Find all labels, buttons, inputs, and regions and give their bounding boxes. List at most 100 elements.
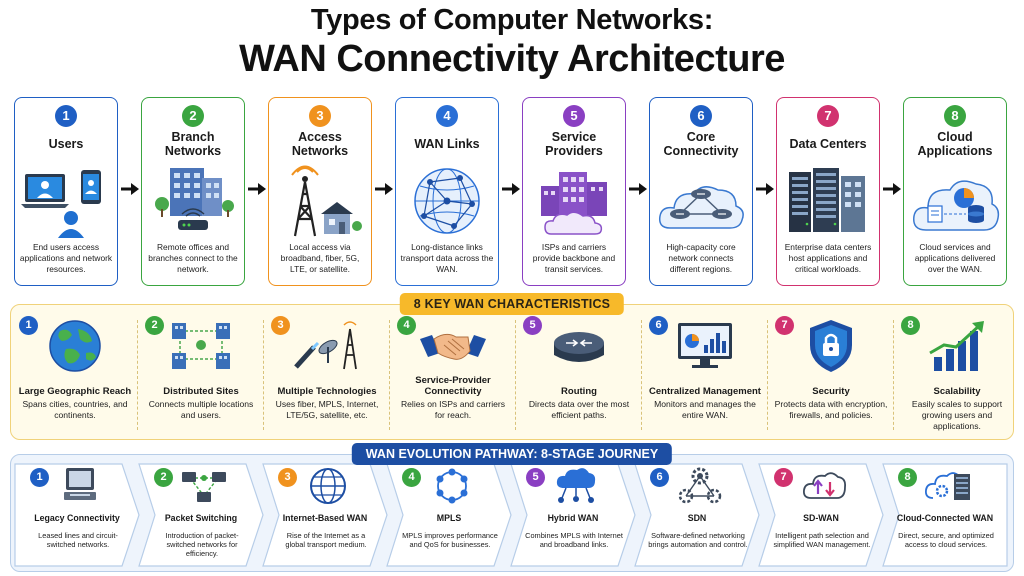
component-card-branch-networks: 2 Branch Networks Remot — [141, 97, 245, 286]
users-devices-icon — [21, 164, 111, 238]
stage-chevron — [882, 463, 1008, 567]
growth-chart-icon — [922, 317, 992, 375]
step-number: 3 — [278, 468, 297, 487]
characteristics-heading: 8 KEY WAN CHARACTERISTICS — [399, 293, 625, 315]
component-card-service-providers: 5 Service Providers ISPs and carriers pr… — [522, 97, 626, 286]
characteristic-title: Large Geographic Reach — [18, 386, 132, 397]
stage-title: Cloud-Connected WAN — [896, 513, 994, 523]
divider — [263, 320, 264, 430]
component-card-cloud-applications: 8 Cloud Applications Cloud services and … — [903, 97, 1007, 286]
component-desc: Local access via broadband, fiber, 5G, L… — [280, 242, 360, 274]
component-desc: ISPs and carriers provide backbone and t… — [532, 242, 616, 274]
stage-title: SD-WAN — [803, 513, 839, 523]
stage-desc: Software-defined networking brings autom… — [648, 531, 748, 549]
characteristic-title: Centralized Management — [649, 386, 761, 397]
flow-arrow-icon — [375, 183, 393, 195]
step-number: 5 — [563, 105, 585, 127]
characteristic-title: Routing — [561, 386, 597, 397]
step-number: 6 — [650, 468, 669, 487]
flow-arrow-icon — [502, 183, 520, 195]
stage-sdn: 6 SDN Software-defined networking brings… — [634, 463, 760, 567]
component-title: Cloud Applications — [917, 130, 993, 158]
stage-packet-switching: 2 Packet Switching Introduction of packe… — [138, 463, 264, 567]
shield-lock-icon — [796, 317, 866, 375]
stage-chevron — [634, 463, 760, 567]
step-number: 1 — [55, 105, 77, 127]
step-number: 7 — [775, 316, 794, 335]
component-title: Users — [48, 137, 84, 151]
component-desc: Enterprise data centers host application… — [784, 242, 872, 274]
router-icon — [544, 317, 614, 375]
characteristic-geographic-reach: 1 Large Geographic Reach Spans cities, c… — [16, 313, 134, 437]
step-number: 4 — [402, 468, 421, 487]
step-number: 6 — [690, 105, 712, 127]
characteristic-desc: Easily scales to support growing users a… — [911, 399, 1003, 431]
packet-switching-icon — [180, 466, 228, 506]
divider — [515, 320, 516, 430]
stage-title: Packet Switching — [164, 513, 238, 523]
cell-tower-house-icon — [275, 164, 365, 238]
component-desc: End users access applications and networ… — [19, 242, 113, 274]
branch-building-router-icon — [148, 164, 238, 238]
sdwan-cloud-arrows-icon — [800, 466, 848, 506]
component-title: WAN Links — [414, 137, 480, 151]
hybrid-cloud-icon — [552, 466, 600, 506]
step-number: 4 — [436, 105, 458, 127]
characteristic-desc: Uses fiber, MPLS, Internet, LTE/5G, sate… — [275, 399, 379, 420]
distributed-sites-icon — [166, 317, 236, 375]
stage-cloud-connected-wan: 8 Cloud-Connected WAN Direct, secure, an… — [882, 463, 1008, 567]
server-racks-icon — [783, 164, 873, 238]
internet-globe-icon — [304, 466, 352, 506]
stage-desc: Rise of the Internet as a global transpo… — [285, 531, 367, 549]
step-number: 3 — [271, 316, 290, 335]
stage-title: Legacy Connectivity — [34, 513, 120, 523]
step-number: 5 — [523, 316, 542, 335]
network-globe-icon — [402, 164, 492, 238]
characteristic-desc: Monitors and manages the entire WAN. — [654, 399, 756, 420]
component-card-wan-links: 4 WAN Links Long-distance links transpor… — [395, 97, 499, 286]
step-number: 2 — [182, 105, 204, 127]
step-number: 3 — [309, 105, 331, 127]
stage-desc: Introduction of packet-switched networks… — [165, 531, 239, 558]
step-number: 4 — [397, 316, 416, 335]
provider-buildings-cloud-icon — [529, 164, 619, 238]
cloud-apps-icon — [910, 164, 1000, 238]
characteristic-title: Service-Provider Connectivity — [415, 375, 491, 397]
components-row: 1 Users End users access applications an… — [14, 97, 1010, 286]
component-card-users: 1 Users End users access applications an… — [14, 97, 118, 286]
stage-hybrid-wan: 5 Hybrid WAN Combines MPLS with Internet… — [510, 463, 636, 567]
component-desc: Cloud services and applications delivere… — [914, 242, 996, 274]
monitor-dashboard-icon — [670, 317, 740, 375]
characteristic-distributed-sites: 2 Distributed Sites Connects multiple lo… — [142, 313, 260, 437]
evolution-heading: WAN EVOLUTION PATHWAY: 8-STAGE JOURNEY — [351, 443, 673, 465]
stage-desc: Direct, secure, and optimized access to … — [898, 531, 994, 549]
stage-legacy-connectivity: 1 Legacy Connectivity Leased lines and c… — [14, 463, 140, 567]
component-desc: Remote offices and branches connect to t… — [148, 242, 238, 274]
component-title: Data Centers — [789, 137, 867, 151]
component-desc: Long-distance links transport data acros… — [400, 242, 494, 274]
stage-desc: Intelligent path selection and simplifie… — [773, 531, 871, 549]
divider — [767, 320, 768, 430]
core-routers-cloud-icon — [656, 164, 746, 238]
characteristic-security: 7 Security Protects data with encryption… — [772, 313, 890, 437]
characteristic-title: Security — [812, 386, 850, 397]
characteristic-centralized-management: 6 Centralized Management Monitors and ma… — [646, 313, 764, 437]
component-card-data-centers: 7 Data Centers Enterprise data centers h… — [776, 97, 880, 286]
component-title: Branch Networks — [164, 130, 222, 158]
stage-chevron — [138, 463, 264, 567]
stage-title: MPLS — [436, 513, 462, 523]
flow-arrow-icon — [629, 183, 647, 195]
divider — [893, 320, 894, 430]
characteristic-title: Multiple Technologies — [277, 386, 377, 397]
stage-desc: Combines MPLS with Internet and broadban… — [525, 531, 623, 549]
characteristic-multiple-technologies: 3 Multiple Technologies Uses fiber, MPLS… — [268, 313, 386, 437]
stage-mpls: 4 MPLS MPLS improves performance and QoS… — [386, 463, 512, 567]
flow-arrow-icon — [883, 183, 901, 195]
legacy-computer-icon — [56, 466, 104, 506]
flow-arrow-icon — [121, 183, 139, 195]
component-card-access-networks: 3 Access Networks Local access via broad… — [268, 97, 372, 286]
step-number: 8 — [901, 316, 920, 335]
component-desc: High-capacity core network connects diff… — [666, 242, 736, 274]
component-title: Service Providers — [545, 130, 603, 158]
stage-title: Internet-Based WAN — [282, 513, 368, 523]
